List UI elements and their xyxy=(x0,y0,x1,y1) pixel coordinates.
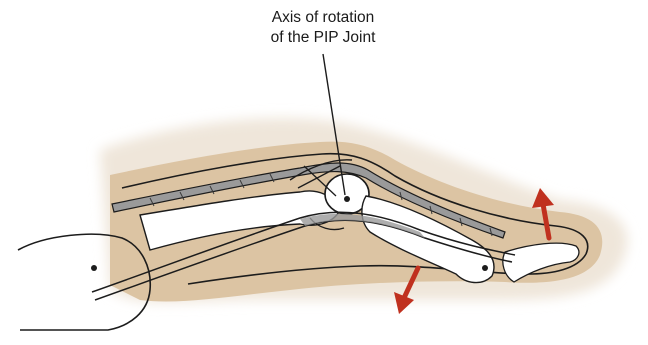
pip-axis-point xyxy=(344,196,350,202)
axis-annotation-line2: of the PIP Joint xyxy=(238,28,408,48)
dip-axis-point xyxy=(482,265,488,271)
axis-annotation-line1: Axis of rotation xyxy=(238,8,408,28)
axis-annotation: Axis of rotation of the PIP Joint xyxy=(238,8,408,48)
mcp-axis-point xyxy=(91,265,97,271)
